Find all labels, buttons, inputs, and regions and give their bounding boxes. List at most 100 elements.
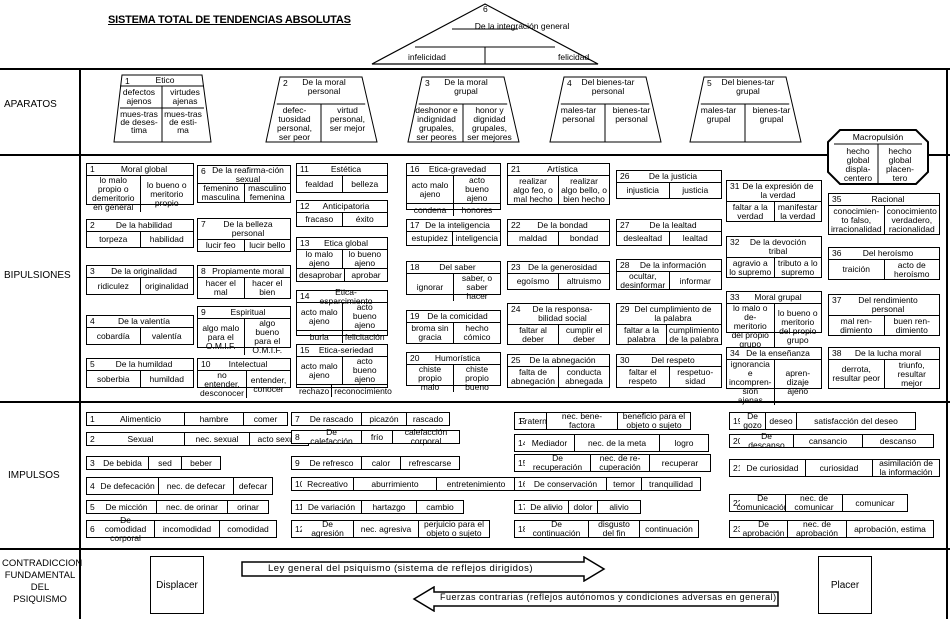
impulso-name: De descanso [740,432,794,450]
bipulsion-number: 8 [201,266,206,276]
bipulsion-negative: ocultar, desinformar [620,271,666,290]
bipulsion-number: 31 [730,181,740,191]
bipulsion-negative: estupidez [411,233,448,243]
bipulsion-negative: lo malo o de-meritorio del propio grupo [731,303,769,349]
bipulsion-positive: lo bueno o meritorio propio [139,176,194,212]
bipulsion-negative: acto malo ajeno [411,179,449,199]
impulso-satisfaction: beneficio para el objeto o sujeto [617,412,691,430]
aparato-number: 1 [125,76,130,86]
impulso-number: 23 [729,520,742,538]
impulso-number: 6 [86,520,98,538]
impulso-name: De comunicación [736,493,789,512]
bipulsion-positive: entender, conocer [245,371,290,398]
displacer-box: Displacer [150,556,204,614]
bipulsion-positive: conocimiento verdadero, racionalidad [883,206,939,234]
impulso-name: De agresión [302,520,354,538]
impulso-need: cansancio [793,434,863,448]
aparato-number: 4 [567,78,572,88]
impulso-name: Recreativo [302,477,354,491]
macropulsion-b: hecho global placen-tero [886,146,914,183]
bipulsion-positive: inteligencia [452,232,500,245]
bipulsion-title: De la humildad [115,359,173,369]
impulso-number: 10 [291,477,304,491]
bipulsion-negative: acto malo ajeno [300,360,338,380]
section-impulsos: IMPULSOS [8,470,60,481]
impulso-satisfaction: entretenimiento [436,477,516,491]
bipulsion-number: 11 [300,164,309,174]
bipulsion-title: Etica-esparcimiento [319,286,373,306]
bipulsion-negative: conocimien-to falso, irracionalidad [831,205,882,234]
integration-triangle [371,3,599,65]
impulso-name: Mediador [525,434,575,452]
impulso-need: dolor [568,500,598,514]
bipulsion-number: 38 [832,348,842,358]
bipulsion-number: 5 [90,359,95,369]
impulso-number: 1 [86,412,98,426]
bipulsion-title: Del cumplimiento de la palabra [634,304,712,323]
bipulsion-negative: ridiculez [97,280,129,291]
impulso-number: 2 [86,432,98,446]
impulso-number: 17 [514,500,527,514]
impulso-name: De recuperación [525,454,591,472]
impulso-name: De bebida [97,456,149,470]
impulso-satisfaction: beber [181,456,221,470]
impulso-name: De rascado [302,412,362,426]
bipulsion-positive: hecho cómico [453,323,500,343]
impulso-need: nec. de defecar [158,477,234,495]
impulso-name: De alivio [525,500,569,514]
bipulsion-positive: apren-dizaje ajeno [773,360,821,405]
bipulsion-positive: éxito [341,213,388,226]
impulso-need: incomodidad [154,520,220,538]
bipulsion-negative: faltar al deber [519,324,547,344]
bipulsion-positive: habilidad [139,232,194,247]
impulso-need: picazón [361,412,407,426]
bipulsion-negative: faltar a la palabra [623,324,659,344]
impulso-number: 19 [729,412,742,430]
top-left-label: infelicidad [408,52,446,62]
bipulsion-negative: ignorancia e incompren-sión ajenas [729,359,772,405]
bipulsion-positive-response: reconocimiento [331,385,394,397]
impulso-number: 14 [514,434,527,452]
bipulsion-positive: buen ren-dimiento [883,316,940,335]
impulso-satisfaction: calefacción corporal [392,428,460,446]
bipulsion-number: 9 [201,307,206,317]
impulso-number: 12 [291,520,304,538]
impulso-number: 21 [729,459,742,477]
bipulsion-positive: acto bueno ajeno [341,357,388,384]
bipulsion-title: Etica-gravedad [428,164,487,174]
bipulsion-number: 6 [201,166,206,176]
bipulsion-negative: deslealtad [623,233,663,243]
impulso-need: nec. sexual [184,432,250,446]
impulso-satisfaction: rascado [406,412,450,426]
bipulsion-header: 5 De la humildad [87,359,193,371]
bipulsion-title: Del saber [439,262,476,272]
bipulsion-negative: realizar algo feo, o mal hecho [513,175,553,204]
bipulsion-negative: ignorar [416,282,444,292]
bipulsion-title: De la expresión de la verdad [742,181,814,200]
bipulsion-negative: maldad [519,233,547,243]
bipulsion-positive: tributo a lo supremo [773,258,822,277]
aparato-title: Del bienes-tar grupal [721,77,775,96]
